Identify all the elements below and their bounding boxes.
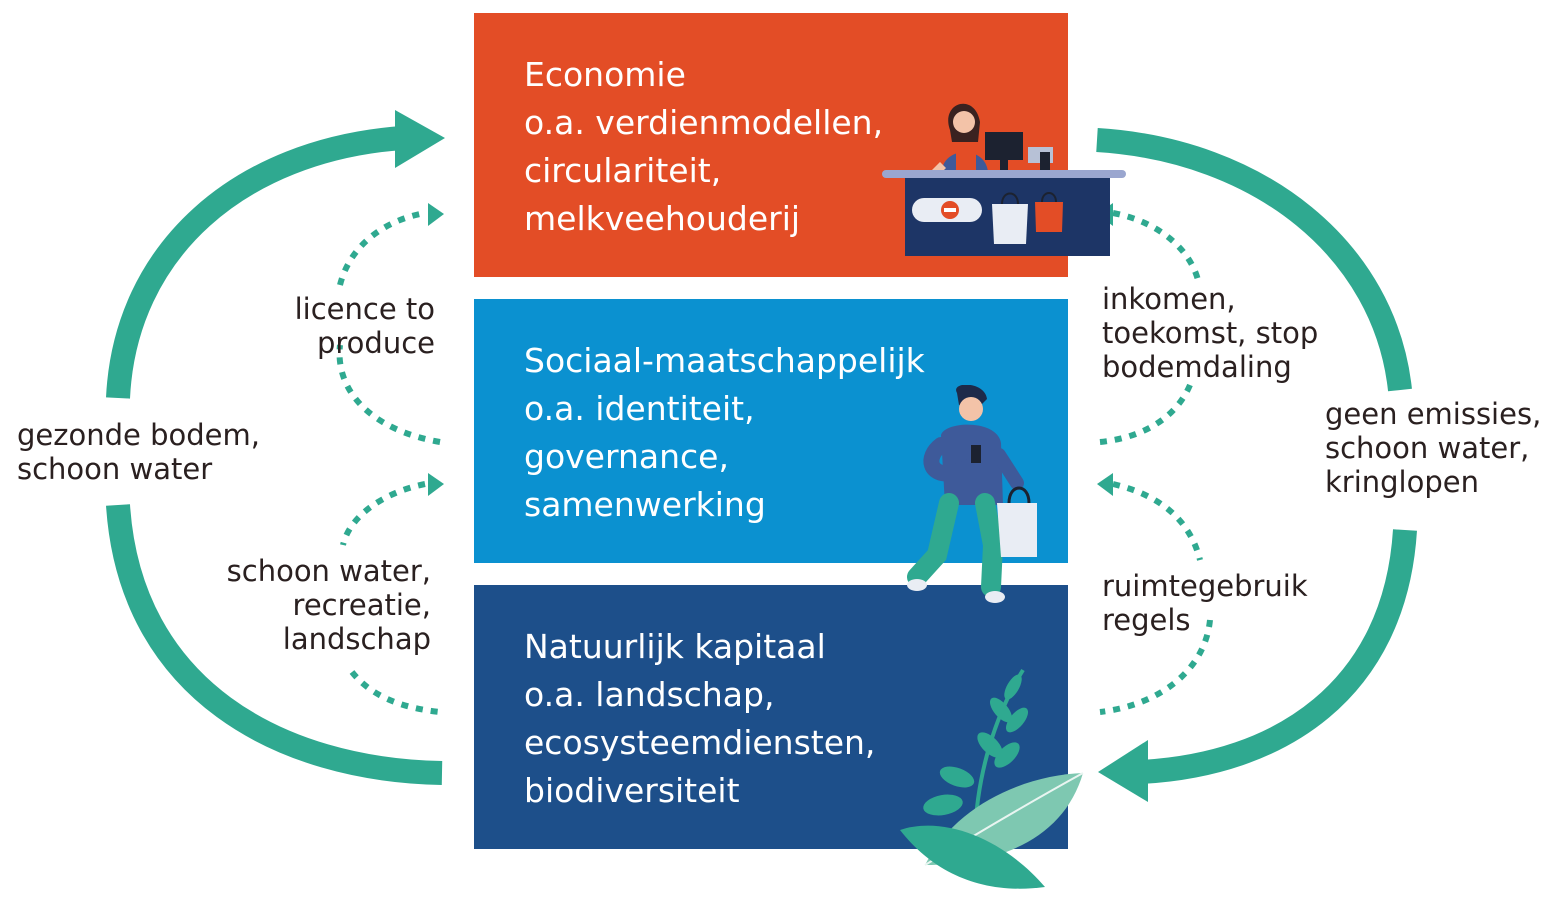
inner-right-top-dotted-arrow-lower (1099, 383, 1193, 445)
outer-right-label-line-1: geen emissies, (1325, 397, 1542, 431)
inner-left-bottom-arrowhead (428, 473, 444, 496)
inner-left-bottom-dotted-arrow (340, 481, 426, 546)
economie-title: Economie (524, 55, 686, 94)
inner-left-top-label-line-1: licence to (294, 292, 435, 326)
sociaal-title: Sociaal-maatschappelijk (524, 341, 925, 380)
inner-left-top-label-line-2: produce (316, 326, 435, 360)
inner-right-bottom-label-line-1: ruimtegebruik (1102, 569, 1308, 603)
outer-left-arrow-upper (106, 126, 403, 399)
outer-right-label-line-2: schoon water, (1325, 431, 1530, 465)
inner-right-bottom-dotted-arrow-lower (1099, 619, 1213, 715)
inner-right-bottom-dotted-arrow (1112, 481, 1203, 561)
sociaal-line-1: o.a. identiteit, (524, 389, 755, 428)
inner-left-top-dotted-arrow (336, 344, 441, 445)
inner-right-bottom-label: ruimtegebruik regels (1102, 569, 1308, 637)
inner-left-bottom-dotted-arrow-lower (349, 670, 441, 715)
economie-line-2: circulariteit, (524, 151, 722, 190)
outer-right-label: geen emissies, schoon water, kringlopen (1325, 397, 1541, 499)
inner-right-top-label: inkomen, toekomst, stop bodemdaling (1102, 282, 1318, 384)
natuur-title: Natuurlijk kapitaal (524, 627, 826, 666)
economie-line-3: melkveehouderij (524, 199, 801, 238)
inner-right-top-label-line-3: bodemdaling (1102, 350, 1292, 384)
outer-right-arrow-upper (1096, 128, 1412, 392)
outer-left-label: gezonde bodem, schoon water (17, 418, 260, 486)
inner-right-top-label-line-1: inkomen, (1102, 282, 1236, 316)
inner-right-bottom-label-line-2: regels (1102, 603, 1191, 637)
inner-right-top-dotted-arrow (1112, 210, 1201, 281)
plant-leaves-illustration (900, 668, 1084, 889)
outer-left-label-line-2: schoon water (17, 452, 213, 486)
inner-left-bottom-label: schoon water, recreatie, landschap (227, 554, 431, 656)
natuur-line-1: o.a. landschap, (524, 675, 775, 714)
shopkeeper-counter-illustration (882, 103, 1126, 256)
economie-box: Economie o.a. verdienmodellen, circulari… (474, 13, 1068, 277)
outer-right-label-line-3: kringlopen (1325, 465, 1479, 499)
inner-left-bottom-label-line-3: landschap (282, 622, 431, 656)
economie-line-1: o.a. verdienmodellen, (524, 103, 884, 142)
outer-left-arrow-lower (106, 504, 443, 785)
sociaal-box: Sociaal-maatschappelijk o.a. identiteit,… (474, 299, 1068, 563)
inner-right-top-label-line-2: toekomst, stop (1102, 316, 1319, 350)
natuur-box: Natuurlijk kapitaal o.a. landschap, ecos… (474, 585, 1068, 849)
sociaal-line-2: governance, (524, 437, 729, 476)
outer-right-arrow-lower (1139, 529, 1417, 784)
inner-left-bottom-label-line-2: recreatie, (292, 588, 431, 622)
outer-left-label-line-1: gezonde bodem, (17, 418, 260, 452)
natuur-line-3: biodiversiteit (524, 771, 740, 810)
outer-left-arrowhead (395, 110, 445, 168)
inner-left-top-arrowhead (428, 203, 444, 226)
inner-left-top-dotted-arrow-upper (337, 210, 426, 286)
inner-right-bottom-arrowhead (1097, 473, 1113, 496)
inner-left-top-label: licence to produce (295, 292, 435, 360)
person-shopping-bag-illustration (907, 385, 1037, 603)
outer-right-arrowhead (1098, 740, 1148, 802)
sociaal-line-3: samenwerking (524, 485, 766, 524)
natuur-line-2: ecosysteemdiensten, (524, 723, 876, 762)
inner-left-bottom-label-line-1: schoon water, (226, 554, 431, 588)
